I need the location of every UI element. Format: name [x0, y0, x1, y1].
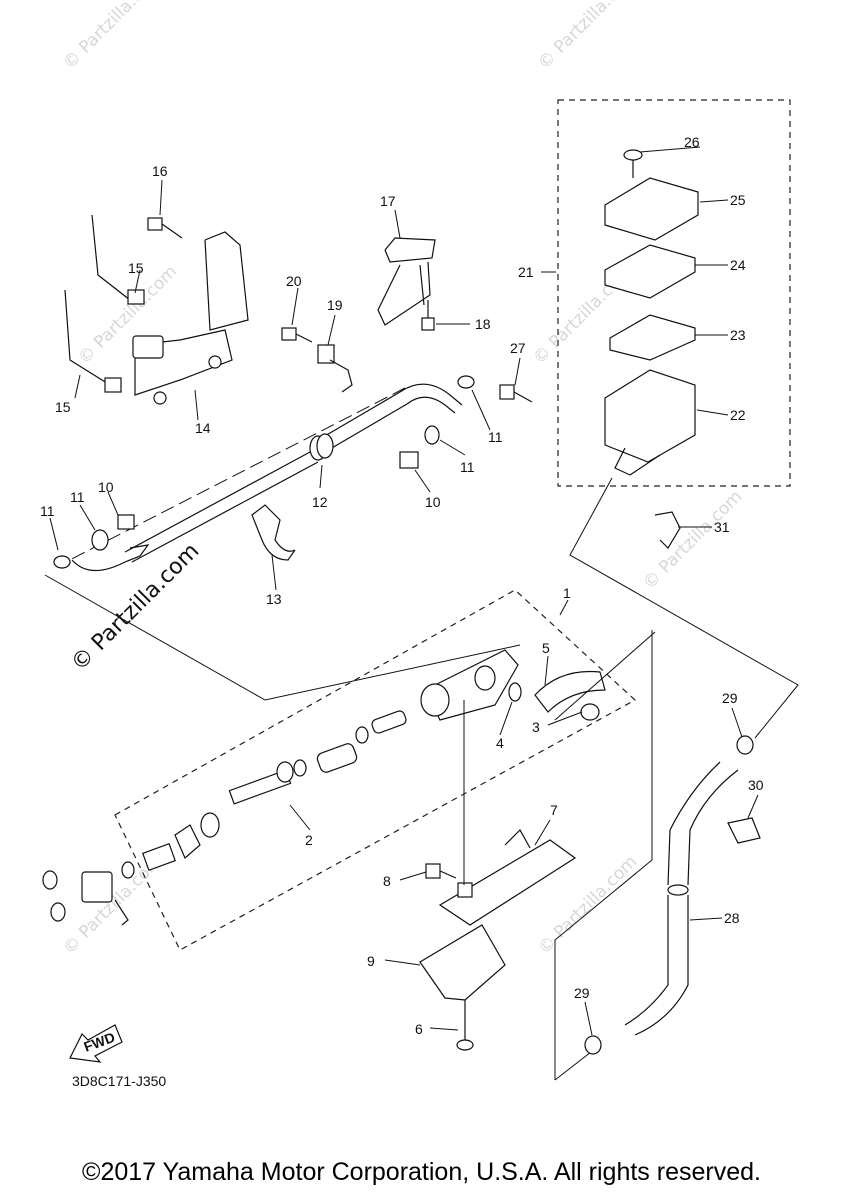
bolt-27 [499, 384, 533, 403]
bracket-14 [64, 214, 249, 405]
watermark-text: © Partzilla.com [74, 262, 181, 369]
watermark-text: © Partzilla.com [639, 487, 746, 594]
routing-lines [44, 387, 799, 1081]
master-cylinder-assembly-box [114, 589, 637, 951]
diagram-code: 3D8C171-J350 [72, 1073, 166, 1089]
callout-labels: 16 15 15 14 20 19 17 18 27 26 25 24 23 2… [40, 134, 764, 1037]
callout-24: 24 [730, 257, 746, 273]
circlip-3 [580, 703, 600, 721]
callout-15: 15 [128, 260, 144, 276]
callout-7: 7 [550, 802, 558, 818]
callout-22: 22 [730, 407, 746, 423]
callout-28: 28 [724, 910, 740, 926]
clevis-assembly [42, 861, 135, 926]
callout-23: 23 [730, 327, 746, 343]
watermark-text: © Partzilla.com [59, 0, 166, 74]
reservoir-assembly-box [557, 99, 791, 487]
o-ring-4 [508, 682, 522, 702]
callout-15: 15 [55, 399, 71, 415]
callout-16: 16 [152, 163, 168, 179]
reservoir-hose-28 [624, 761, 739, 1036]
bolt-20 [281, 327, 313, 343]
watermark-text: © Partzilla.com [534, 0, 641, 74]
callout-31: 31 [714, 519, 730, 535]
callout-12: 12 [312, 494, 328, 510]
callout-11: 11 [488, 429, 503, 445]
diaphragm-23 [609, 314, 696, 361]
callout-4: 4 [496, 735, 504, 751]
bracket-17 [377, 237, 436, 326]
callout-9: 9 [367, 953, 375, 969]
callout-27: 27 [510, 340, 526, 356]
cap-25 [604, 177, 699, 241]
guard-9 [419, 924, 506, 1001]
copper-washers-11 [53, 375, 475, 569]
callout-20: 20 [286, 273, 302, 289]
callout-10: 10 [425, 494, 441, 510]
bolt-8 [425, 863, 457, 879]
clamp-30 [727, 817, 761, 844]
callout-25: 25 [730, 192, 746, 208]
callout-1: 1 [563, 585, 571, 601]
master-cylinder-body [420, 649, 519, 721]
callout-26: 26 [684, 134, 700, 150]
callout-17: 17 [380, 193, 396, 209]
callout-10: 10 [98, 479, 114, 495]
bracket-7 [438, 829, 577, 926]
bolt-16 [147, 217, 183, 239]
bolt-6 [456, 1000, 474, 1051]
brake-hose-12 [71, 383, 463, 572]
callout-11: 11 [70, 489, 85, 505]
callout-8: 8 [383, 873, 391, 889]
callout-19: 19 [327, 297, 343, 313]
callout-13: 13 [266, 591, 282, 607]
callout-2: 2 [305, 832, 313, 848]
hose-fitting-5 [534, 670, 606, 713]
union-bolts-10 [117, 451, 419, 530]
reservoir-22 [604, 369, 696, 476]
copyright-notice: ©2017 Yamaha Motor Corporation, U.S.A. A… [82, 1158, 761, 1186]
callout-29: 29 [722, 690, 738, 706]
callout-18: 18 [475, 316, 491, 332]
callout-leaders [49, 146, 759, 1036]
callout-14: 14 [195, 420, 211, 436]
callout-3: 3 [532, 719, 540, 735]
callout-5: 5 [542, 640, 550, 656]
holder-13 [251, 504, 296, 561]
bolt-18 [421, 300, 435, 331]
partzilla-watermark: © Partzilla.com [67, 539, 205, 677]
plate-24 [604, 244, 696, 299]
callout-11: 11 [40, 503, 55, 519]
fwd-arrow-icon: FWD [69, 1024, 123, 1063]
callout-6: 6 [415, 1021, 423, 1037]
hose-clamp-29 [584, 735, 754, 1055]
screw-26 [623, 149, 643, 178]
piston-kit-2 [141, 710, 407, 872]
clip-31 [654, 511, 681, 549]
callout-30: 30 [748, 777, 764, 793]
callout-21: 21 [518, 264, 534, 280]
watermark-layer: © Partzilla.com © Partzilla.com © Partzi… [59, 0, 746, 959]
callout-11: 11 [460, 459, 475, 475]
callout-29: 29 [574, 985, 590, 1001]
clamp-19 [317, 344, 353, 393]
